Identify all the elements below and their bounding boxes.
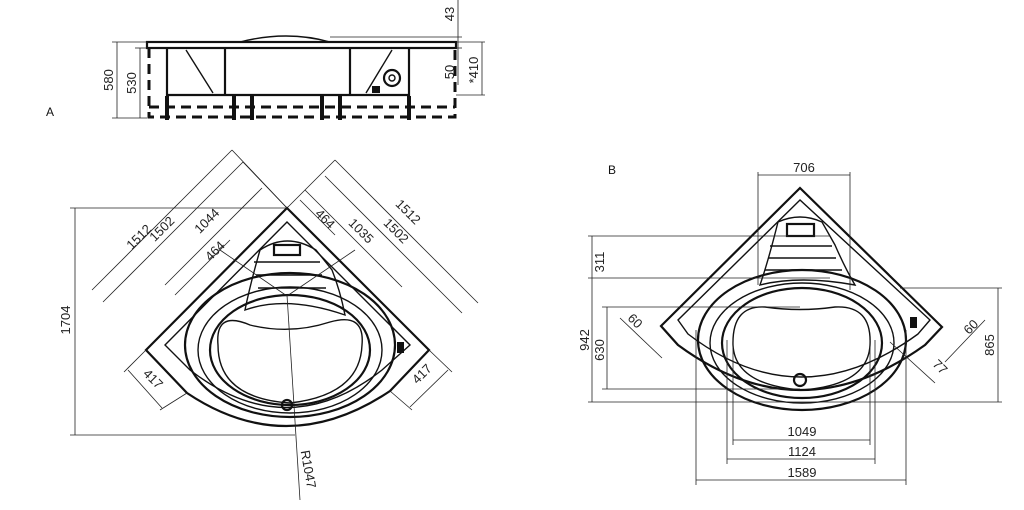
dim-417-right: 417 xyxy=(409,361,435,387)
outer-shell xyxy=(144,206,431,428)
dim-311: 311 xyxy=(592,252,607,273)
dim-1589: 1589 xyxy=(788,465,817,480)
top-rim xyxy=(145,40,458,50)
plan-view-b: 706 311 942 630 865 60 60 77 1049 1124 xyxy=(577,160,1002,485)
dim-530: 530 xyxy=(124,72,139,94)
dim-1502-left: 1502 xyxy=(146,213,177,244)
dim-464-left: 464 xyxy=(202,238,228,264)
plan-view-a: 1512 1502 1044 464 464 1035 1502 1512 17… xyxy=(58,149,479,501)
dim-464-right: 464 xyxy=(312,206,338,232)
dim-580: 580 xyxy=(101,69,116,91)
headrest xyxy=(272,243,302,257)
pump-icon xyxy=(382,68,402,88)
dim-43: 43 xyxy=(442,7,457,21)
view-b-label: B xyxy=(608,163,616,177)
dim-630: 630 xyxy=(592,339,607,361)
dim-410: *410 xyxy=(466,57,481,84)
drain-icon xyxy=(280,398,294,412)
dim-60-right: 60 xyxy=(960,316,981,337)
drain-icon xyxy=(792,372,808,388)
dim-865: 865 xyxy=(982,334,997,356)
view-a-label: A xyxy=(46,105,54,119)
dim-1124: 1124 xyxy=(788,444,816,459)
dim-1049: 1049 xyxy=(788,424,817,439)
dim-60-left: 60 xyxy=(625,310,646,331)
rim-hump xyxy=(239,35,331,43)
side-view: 580 530 43 50 *410 xyxy=(101,0,485,120)
dim-50: 50 xyxy=(442,65,457,79)
overflow-control xyxy=(397,342,404,353)
dim-1044: 1044 xyxy=(191,205,222,236)
headrest-step xyxy=(244,240,346,317)
dim-1035: 1035 xyxy=(346,215,377,246)
dim-r1047: R1047 xyxy=(298,449,319,489)
overflow-control xyxy=(910,317,917,328)
dim-1704: 1704 xyxy=(58,306,73,335)
dim-942: 942 xyxy=(577,329,592,351)
dim-706: 706 xyxy=(793,160,815,175)
headrest xyxy=(785,222,816,238)
